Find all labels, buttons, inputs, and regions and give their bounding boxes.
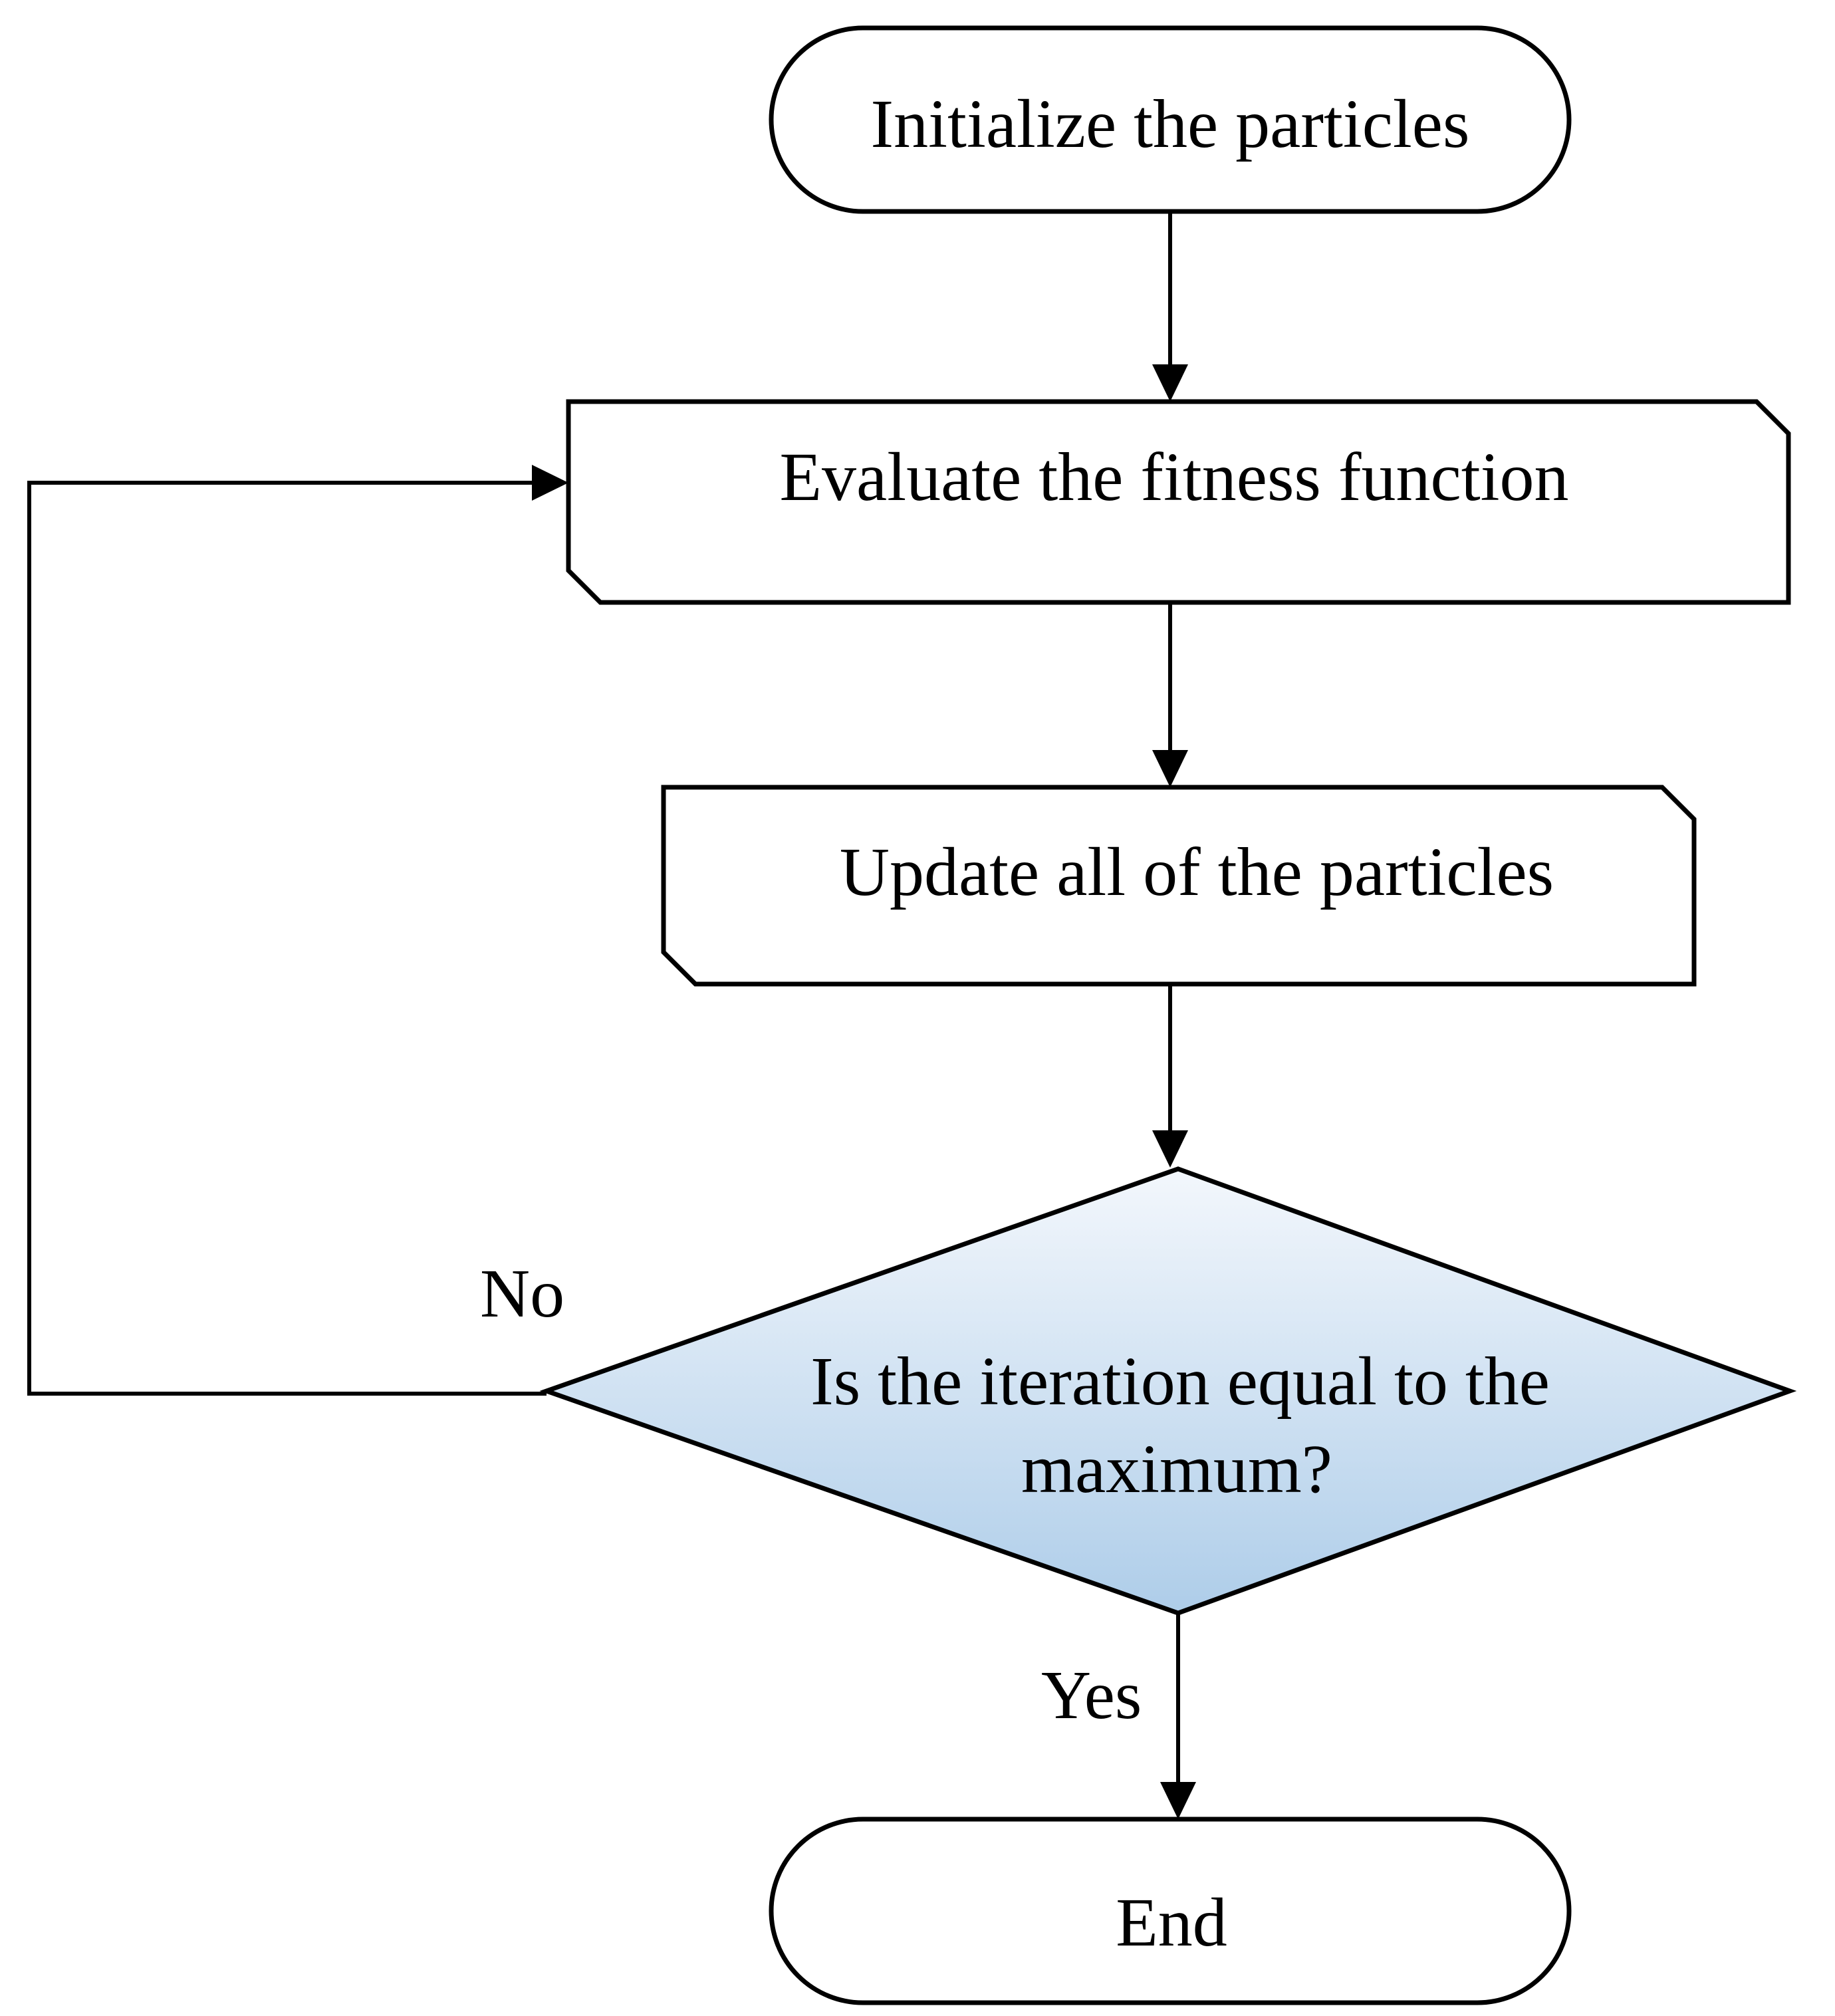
loop-back-line bbox=[27, 481, 547, 1396]
connector-no-loop bbox=[27, 465, 568, 1396]
end-node: End bbox=[769, 1817, 1572, 2005]
update-label: Update all of the particles bbox=[840, 834, 1554, 910]
arrowhead bbox=[532, 465, 568, 501]
end-label: End bbox=[1116, 1884, 1227, 1961]
arrowhead bbox=[1160, 1782, 1196, 1819]
decision-node: Is the iteration equal to the maximum? bbox=[539, 1166, 1797, 1616]
no-label: No bbox=[480, 1255, 564, 1332]
evaluate-node: Evaluate the fitness function bbox=[566, 399, 1791, 605]
connector-yes-to-end bbox=[1160, 1613, 1196, 1819]
decision-label-line-1: Is the iteration equal to the bbox=[810, 1343, 1550, 1420]
evaluate-process-shape bbox=[566, 399, 1791, 605]
evaluate-label: Evaluate the fitness function bbox=[780, 439, 1569, 515]
end-terminator-shape bbox=[769, 1817, 1572, 2005]
start-label: Initialize the particles bbox=[871, 86, 1470, 162]
connector-evaluate-to-update bbox=[1152, 602, 1188, 787]
connector-start-to-evaluate bbox=[1152, 211, 1188, 402]
yes-label: Yes bbox=[1041, 1657, 1142, 1733]
connector-update-to-decision bbox=[1152, 984, 1188, 1168]
start-node: Initialize the particles bbox=[769, 25, 1572, 214]
update-node: Update all of the particles bbox=[661, 785, 1697, 987]
arrowhead bbox=[1152, 1130, 1188, 1168]
arrowhead bbox=[1152, 364, 1188, 402]
decision-label-line-2: maximum? bbox=[1021, 1431, 1332, 1507]
update-process-shape bbox=[661, 785, 1697, 987]
arrowhead bbox=[1152, 750, 1188, 787]
